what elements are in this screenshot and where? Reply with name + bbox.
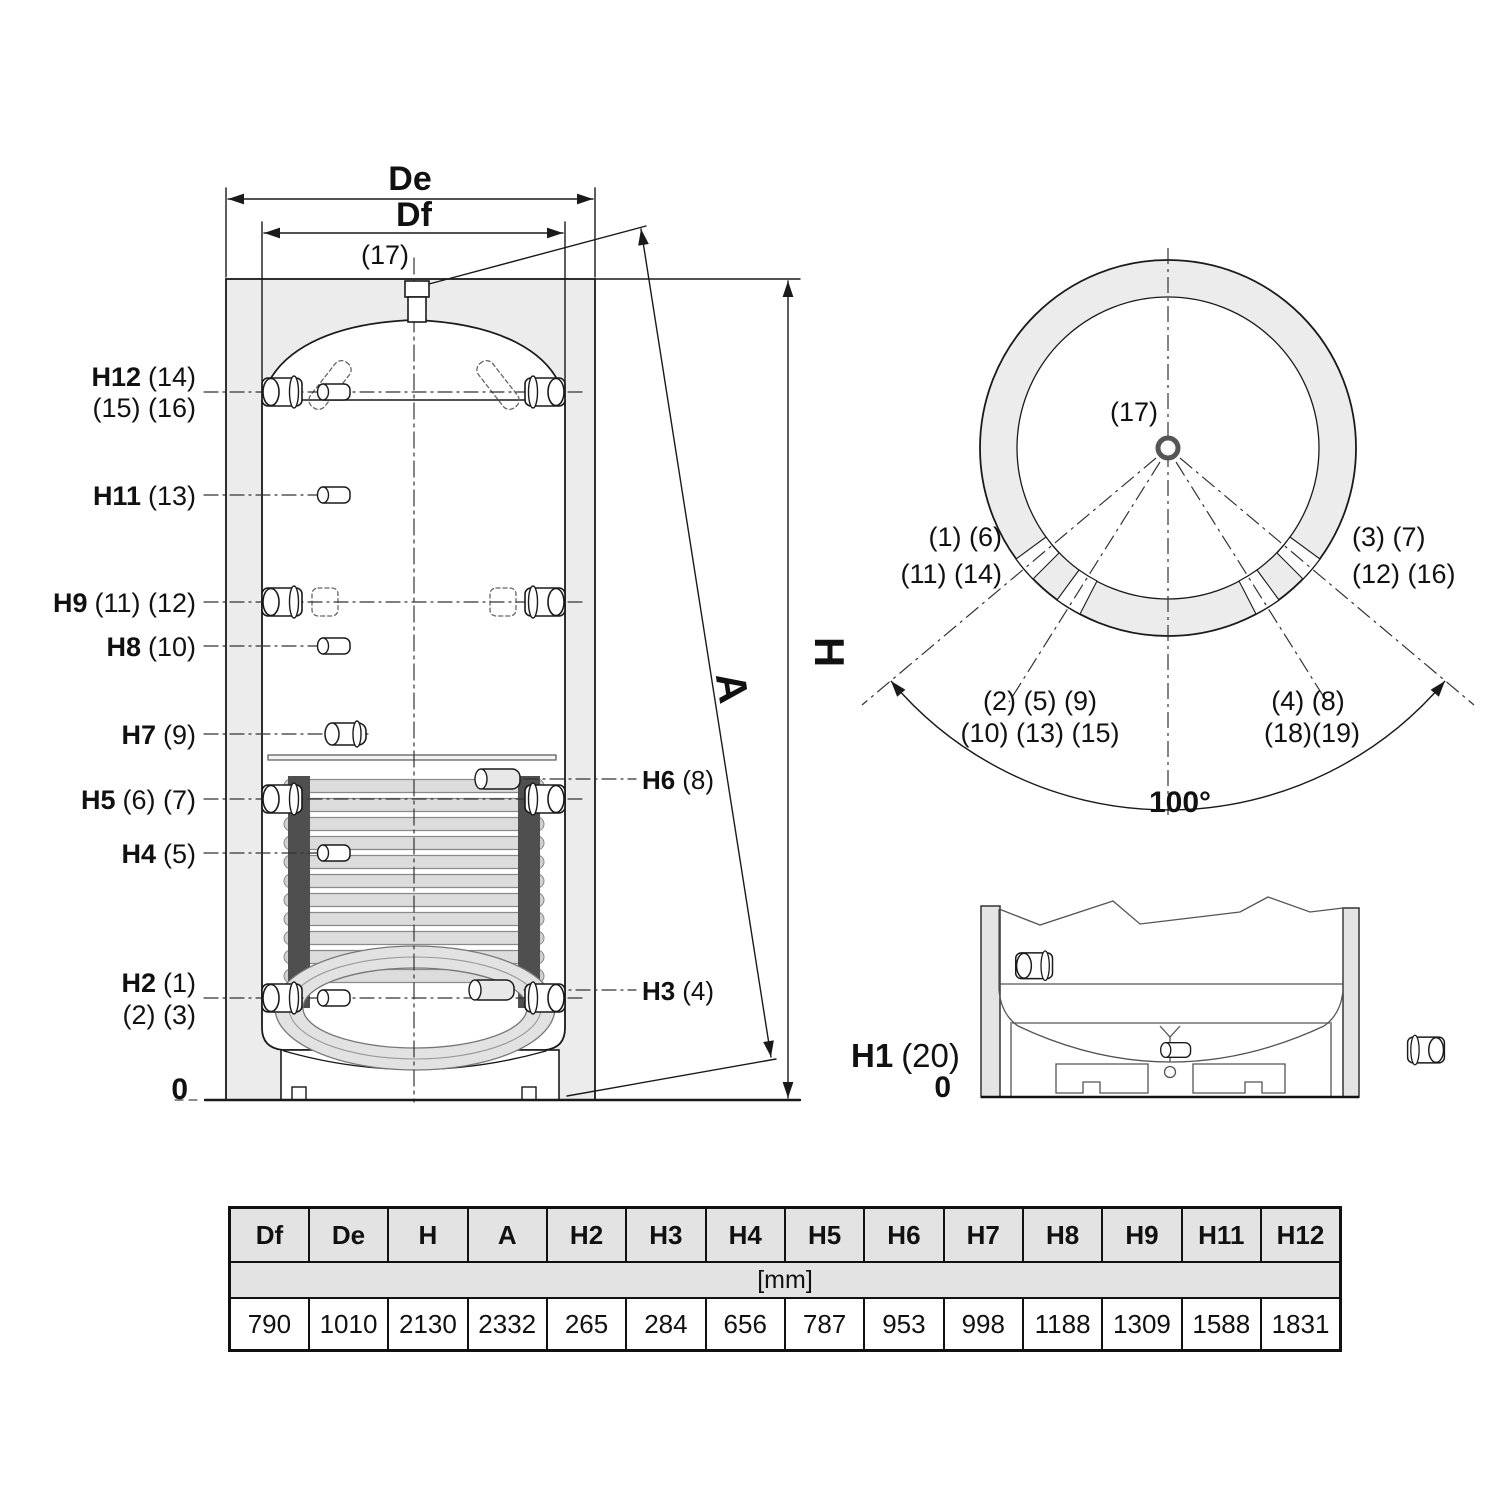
dim-label-df: Df xyxy=(396,196,433,234)
col-header: H9 xyxy=(1101,1206,1183,1263)
nozzle-h3 xyxy=(468,979,515,1001)
value-cell: 2332 xyxy=(466,1297,548,1352)
label-h2-line2: (2) (3) xyxy=(123,1000,197,1030)
value-cell: 265 xyxy=(545,1297,628,1352)
top-label-upper-left-2: (11) (14) xyxy=(900,559,1002,589)
detail-zero-label: 0 xyxy=(934,1071,951,1104)
port-17-nozzle xyxy=(404,280,430,323)
value-cell: 1588 xyxy=(1180,1297,1262,1352)
top-label-lower-left-1: (2) (5) (9) xyxy=(983,686,1097,716)
value-cell: 284 xyxy=(625,1297,707,1352)
coil-support-left xyxy=(288,776,310,1008)
detail-nozzle-small xyxy=(1159,1041,1192,1059)
value-cell: 998 xyxy=(942,1297,1024,1352)
nozzle-h6 xyxy=(474,768,521,790)
value-cell: 1831 xyxy=(1259,1297,1342,1352)
label-h7: H7(9) xyxy=(121,720,196,750)
nozzle-h9-left xyxy=(261,585,303,619)
top-label-lower-right-2: (18)(19) xyxy=(1264,718,1360,748)
value-cell: 1188 xyxy=(1021,1297,1104,1352)
value-cell: 787 xyxy=(783,1297,866,1352)
label-h2-line1: H2(1) xyxy=(121,968,196,998)
nozzle-h11 xyxy=(316,486,351,504)
label-h12-line1: H12(14) xyxy=(91,362,196,392)
nozzle-h5-left xyxy=(261,782,303,816)
col-header: H5 xyxy=(783,1206,866,1263)
col-header: H3 xyxy=(625,1206,707,1263)
col-header: H8 xyxy=(1021,1206,1104,1263)
top-label-upper-left-1: (1) (6) xyxy=(929,522,1003,552)
label-h12-line2: (15) (16) xyxy=(92,393,196,423)
col-header: H11 xyxy=(1180,1206,1262,1263)
label-h4: H4(5) xyxy=(121,839,196,869)
coil-support-right xyxy=(518,776,540,1008)
dimension-table: Df De H A H2 H3 H4 H5 H6 H7 H8 H9 H11 H1… xyxy=(228,1206,1342,1352)
col-header: H xyxy=(387,1206,469,1263)
nozzle-h2-small xyxy=(316,989,351,1007)
label-h3: H3(4) xyxy=(642,976,714,1006)
dim-label-a: A xyxy=(707,669,758,706)
nozzle-h7 xyxy=(324,720,367,748)
value-cell: 1010 xyxy=(307,1297,390,1352)
dim-label-de: De xyxy=(388,160,431,198)
col-header: H6 xyxy=(863,1206,945,1263)
value-cell: 656 xyxy=(704,1297,786,1352)
top-port-17-label: (17) xyxy=(1110,397,1158,427)
col-header: H7 xyxy=(942,1206,1024,1263)
top-label-upper-right-1: (3) (7) xyxy=(1352,522,1426,552)
detail-outline xyxy=(998,896,1344,1096)
port-17-top-marker xyxy=(1155,435,1181,461)
label-h6: H6(8) xyxy=(642,765,714,795)
separator-plate xyxy=(267,754,557,761)
top-view-centerlines xyxy=(861,248,1475,816)
nozzle-h5-right xyxy=(524,782,566,816)
unit-cell: [mm] xyxy=(228,1261,1342,1299)
label-h5: H5(6) (7) xyxy=(81,785,196,815)
dim-label-h: H xyxy=(806,637,853,667)
detail-view: H1(20) 0 xyxy=(851,896,1446,1104)
top-label-upper-right-2: (12) (16) xyxy=(1352,559,1456,589)
col-header: H4 xyxy=(704,1206,786,1263)
col-header: De xyxy=(307,1206,390,1263)
detail-insulation-right xyxy=(1342,907,1360,1098)
table-unit-row: [mm] xyxy=(228,1261,1342,1299)
top-label-lower-right-1: (4) (8) xyxy=(1271,686,1345,716)
detail-nozzle-right xyxy=(1406,1034,1446,1066)
foot-left xyxy=(291,1086,307,1101)
col-header: H2 xyxy=(545,1206,628,1263)
table-header-row: Df De H A H2 H3 H4 H5 H6 H7 H8 H9 H11 H1… xyxy=(228,1206,1342,1263)
angle-arc xyxy=(890,680,1446,811)
detail-h1-label: H1(20) xyxy=(851,1037,960,1074)
col-header: A xyxy=(466,1206,548,1263)
value-cell: 790 xyxy=(228,1297,310,1352)
front-view: De Df (17) H A 0 H12(14) (15) (16) H11(1… xyxy=(53,160,853,1106)
datum-zero-label: 0 xyxy=(171,1073,188,1106)
value-cell: 1309 xyxy=(1101,1297,1183,1352)
nozzle-h9-right xyxy=(524,585,566,619)
col-header: H12 xyxy=(1259,1206,1342,1263)
nozzle-h4 xyxy=(316,844,351,862)
label-h11: H11(13) xyxy=(93,481,196,511)
nozzle-h2-left xyxy=(261,981,303,1015)
top-label-lower-left-2: (10) (13) (15) xyxy=(960,718,1119,748)
dimension-lines xyxy=(174,187,802,1102)
top-view: (17) (1) (6) (11) (14) (3) (7) (12) (16)… xyxy=(861,248,1475,819)
value-cell: 953 xyxy=(863,1297,945,1352)
foot-right xyxy=(521,1086,537,1101)
port-17-label: (17) xyxy=(361,240,409,270)
label-h9: H9(11) (12) xyxy=(53,588,196,618)
col-header: Df xyxy=(228,1206,310,1263)
nozzle-h2-right xyxy=(524,981,566,1015)
label-h8: H8(10) xyxy=(106,632,196,662)
detail-insulation-left xyxy=(980,905,1001,1098)
nozzle-h12-right xyxy=(524,375,566,409)
value-cell: 2130 xyxy=(387,1297,469,1352)
nozzle-h12-left xyxy=(261,375,303,409)
detail-nozzle-left xyxy=(1014,950,1054,982)
table-value-row: 790 1010 2130 2332 265 284 656 787 953 9… xyxy=(228,1297,1342,1352)
angle-label: 100° xyxy=(1149,786,1211,819)
nozzle-h8 xyxy=(316,637,351,655)
nozzle-h12-small xyxy=(316,383,351,401)
